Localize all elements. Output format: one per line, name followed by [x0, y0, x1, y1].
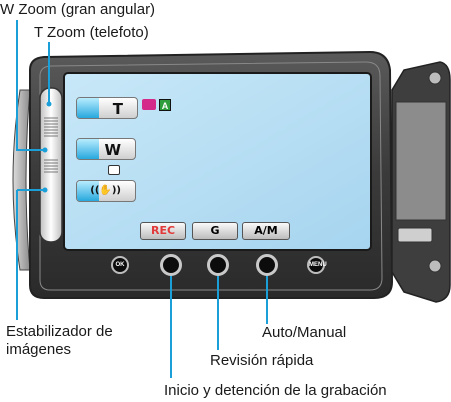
stabilizer-label-line1: Estabilizador de [6, 323, 113, 340]
lcd-frame-inner [39, 61, 383, 291]
stabilizer-hand-icon: ((✋)) [90, 185, 121, 196]
right-hinge-latch [397, 227, 433, 243]
stabilizer-label-line2: imágenes [6, 341, 72, 358]
w-zoom-label: W Zoom (gran angular) [0, 1, 156, 18]
touch-sensor-bar [39, 87, 63, 243]
t-zoom-button-label: T [112, 100, 123, 118]
w-zoom-button[interactable]: W [76, 138, 136, 160]
quick-review-label: Revisión rápida [210, 352, 314, 369]
w-zoom-button-label: W [104, 141, 121, 159]
stabilizer-button[interactable]: ((✋)) [76, 180, 136, 202]
start-stop-label: Inicio y detención de la grabación [164, 382, 387, 399]
auto-mode-icon: A [159, 99, 171, 111]
rec-button[interactable]: REC [140, 222, 186, 240]
start-stop-hardware-button[interactable] [160, 254, 182, 276]
quick-review-hardware-button[interactable] [207, 254, 229, 276]
auto-manual-button[interactable]: A/M [242, 222, 290, 240]
screw-bottom-icon [428, 259, 442, 273]
auto-manual-hardware-button[interactable] [256, 254, 278, 276]
lcd-screen [63, 72, 372, 251]
callout-lines [16, 20, 268, 378]
t-zoom-label: T Zoom (telefoto) [34, 24, 149, 41]
left-hinge [12, 89, 31, 271]
right-hinge-panel [395, 101, 447, 221]
t-zoom-button[interactable]: T [76, 97, 138, 119]
screw-top-icon [428, 71, 442, 85]
ok-button[interactable]: OK [111, 256, 129, 274]
stabilizer-status-icon [108, 165, 120, 175]
quick-review-button[interactable]: G [192, 222, 238, 240]
auto-manual-label: Auto/Manual [262, 324, 347, 341]
video-mode-icon [142, 99, 156, 110]
menu-button[interactable]: MENU [307, 256, 327, 274]
